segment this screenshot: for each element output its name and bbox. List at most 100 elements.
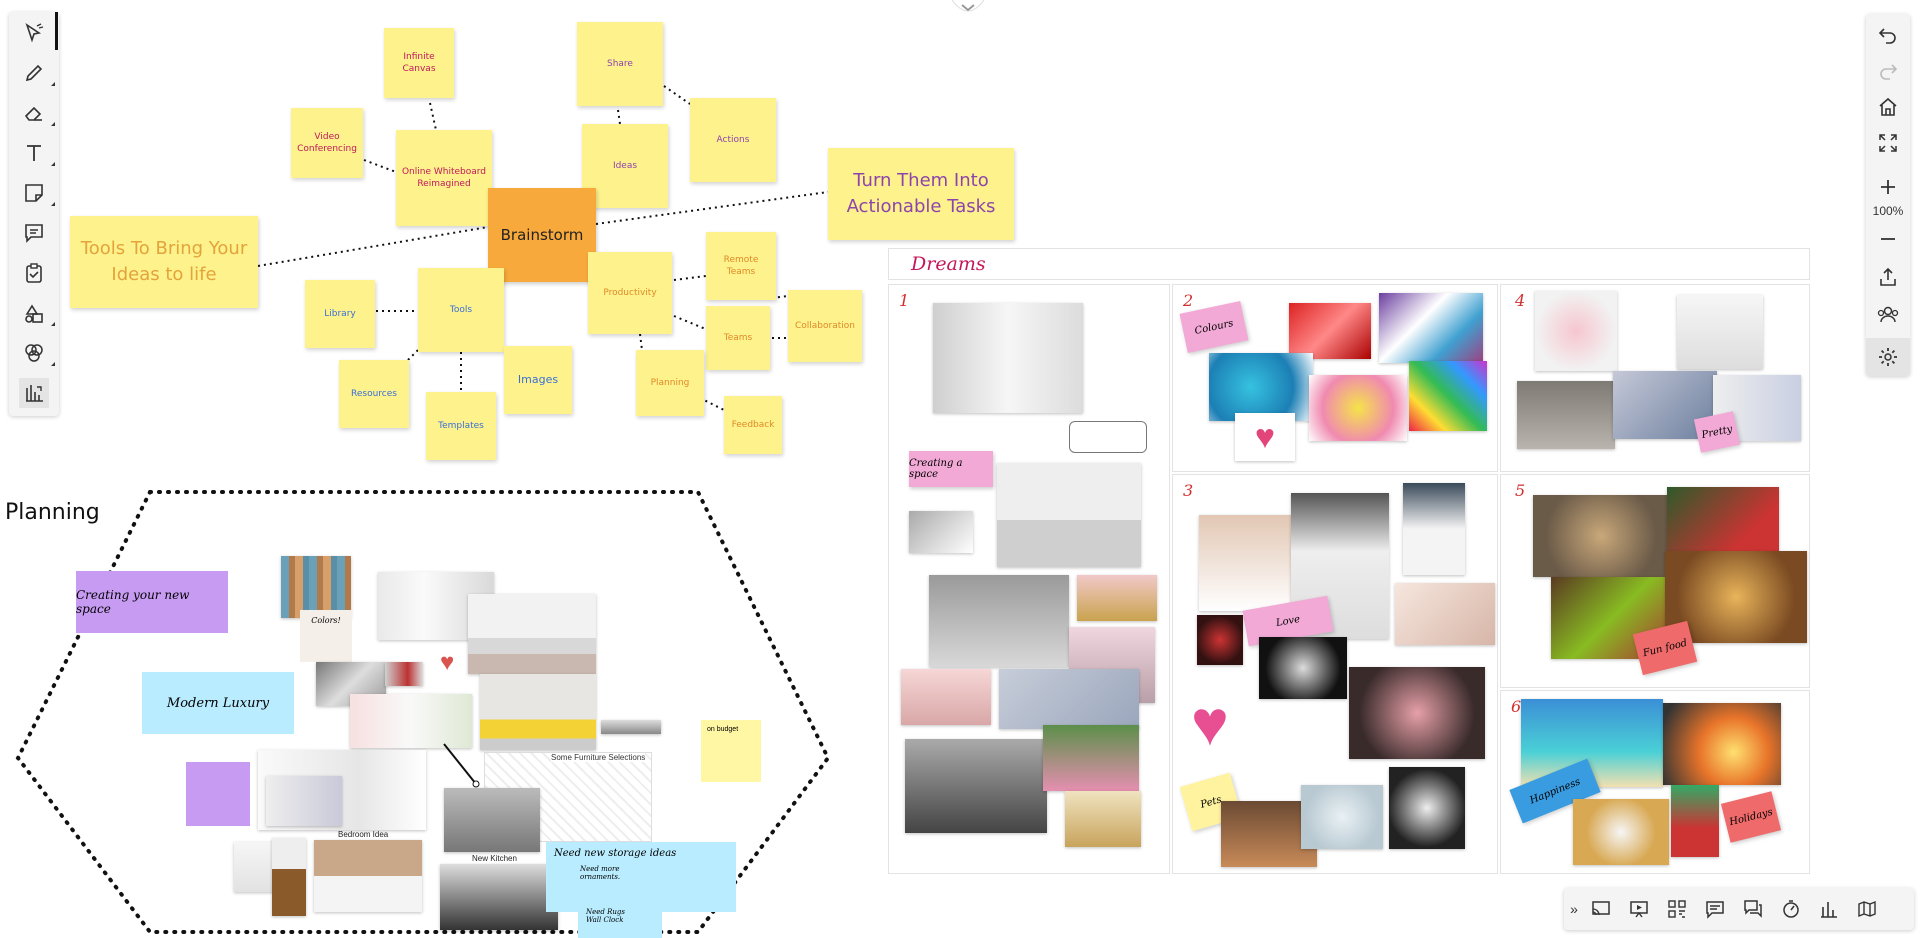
image-shoes[interactable]: [1395, 583, 1495, 645]
image-vintage-sofa[interactable]: [1065, 791, 1141, 847]
note-images[interactable]: Images: [504, 346, 572, 414]
colors-card[interactable]: Colors!: [300, 610, 352, 662]
image-flower-heart[interactable]: [1573, 799, 1669, 865]
note-video-conferencing[interactable]: Video Conferencing: [291, 108, 363, 178]
cast-button[interactable]: [1586, 894, 1616, 924]
map-button[interactable]: [1852, 894, 1882, 924]
image-confetti[interactable]: [1409, 361, 1487, 431]
participants-button[interactable]: [1873, 300, 1903, 330]
comment-tool-button[interactable]: [19, 218, 49, 248]
image-watercolor-pink[interactable]: [1309, 375, 1407, 441]
image-ring[interactable]: [1197, 615, 1243, 665]
note-creating-your-new-space[interactable]: Creating your new space: [76, 571, 228, 633]
image-frame[interactable]: [272, 838, 306, 916]
note-infinite-canvas[interactable]: Infinite Canvas: [384, 28, 454, 98]
image-pink-hearts[interactable]: ♥: [1191, 687, 1229, 759]
note-share[interactable]: Share: [577, 22, 663, 106]
image-living-room[interactable]: [468, 594, 596, 674]
image-dining[interactable]: [444, 788, 540, 852]
image-white-frame[interactable]: [1677, 295, 1763, 369]
pen-tool-button[interactable]: [19, 58, 55, 88]
note-tools[interactable]: Tools: [418, 268, 504, 352]
note-rugs[interactable]: Need Rugs Wall Clock: [578, 904, 662, 938]
note-modern-luxury[interactable]: Modern Luxury: [142, 672, 294, 734]
image-sofa-sketch[interactable]: [1069, 421, 1147, 453]
image-white-flower[interactable]: [1259, 637, 1347, 699]
image-bed-pillows[interactable]: [909, 511, 973, 553]
brainstorm-node[interactable]: Brainstorm: [488, 188, 596, 282]
present-button[interactable]: [1624, 894, 1654, 924]
tag-holidays[interactable]: Holidays: [1720, 791, 1782, 843]
image-modern-kitchen[interactable]: [905, 739, 1047, 833]
note-actions[interactable]: Actions: [690, 98, 776, 182]
image-spices[interactable]: [1533, 495, 1669, 577]
dreams-header[interactable]: Dreams: [888, 248, 1810, 280]
tag-pretty[interactable]: Pretty: [1693, 411, 1741, 453]
image-tray[interactable]: [601, 720, 661, 734]
note-on-budget[interactable]: on budget: [701, 720, 761, 782]
note-storage-ideas[interactable]: Need new storage ideas Need more ornamen…: [546, 842, 736, 912]
note-teams[interactable]: Teams: [706, 306, 770, 370]
image-crochet-heart[interactable]: [1517, 381, 1615, 449]
chart-tool-button[interactable]: [19, 378, 49, 408]
note-productivity[interactable]: Productivity: [588, 252, 672, 334]
note-tools-to-bring[interactable]: Tools To Bring Your Ideas to life: [70, 216, 258, 308]
qr-button[interactable]: [1662, 894, 1692, 924]
note-purple-blank[interactable]: [186, 762, 250, 826]
dream-panel-3[interactable]: 3 Love ♥ Pets: [1172, 474, 1498, 874]
image-fishbowl[interactable]: [1301, 785, 1383, 849]
poll-button[interactable]: [1814, 894, 1844, 924]
note-actionable-tasks[interactable]: Turn Them Into Actionable Tasks: [828, 148, 1014, 240]
image-rainbow-heart[interactable]: ♥: [1235, 413, 1295, 461]
image-watercolor-blue[interactable]: [1209, 353, 1313, 421]
note-collaboration[interactable]: Collaboration: [788, 290, 862, 362]
timer-button[interactable]: [1776, 894, 1806, 924]
dream-panel-6[interactable]: 6 Happiness Holidays: [1500, 690, 1810, 874]
note-templates[interactable]: Templates: [426, 392, 496, 460]
collapse-toolbar-button[interactable]: »: [1564, 894, 1584, 924]
note-planning[interactable]: Planning: [636, 350, 704, 416]
redo-button[interactable]: [1873, 56, 1903, 86]
home-button[interactable]: [1873, 92, 1903, 122]
image-sunset[interactable]: [1663, 703, 1781, 785]
image-kitten[interactable]: [1389, 767, 1465, 849]
export-button[interactable]: [1873, 262, 1903, 292]
note-feedback[interactable]: Feedback: [724, 396, 782, 454]
eraser-tool-button[interactable]: [19, 98, 55, 128]
clipboard-tool-button[interactable]: [19, 258, 49, 288]
image-cocktail[interactable]: [1671, 785, 1719, 857]
image-pink-flowers[interactable]: [1535, 291, 1617, 371]
fit-screen-button[interactable]: [1873, 128, 1903, 158]
image-pink-sofa[interactable]: [901, 669, 991, 725]
image-bed-sheets[interactable]: [999, 669, 1139, 729]
zoom-out-button[interactable]: [1873, 224, 1903, 254]
top-collapse-tab[interactable]: [948, 0, 988, 16]
select-tool-button[interactable]: [19, 18, 49, 48]
image-necklace[interactable]: [1199, 515, 1291, 611]
settings-button[interactable]: [1866, 338, 1910, 376]
chat-button[interactable]: [1700, 894, 1730, 924]
dream-panel-2[interactable]: 2 Colours ♥: [1172, 284, 1498, 472]
tag-creating-space[interactable]: Creating a space: [909, 451, 993, 487]
note-resources[interactable]: Resources: [339, 360, 409, 428]
image-color-swatches[interactable]: [1289, 303, 1371, 359]
emoji-tool-button[interactable]: [19, 338, 55, 368]
shapes-tool-button[interactable]: [19, 298, 55, 328]
sticky-note-tool-button[interactable]: [19, 178, 55, 208]
image-yellow-sofa[interactable]: [480, 674, 596, 750]
comments-button[interactable]: [1738, 894, 1768, 924]
note-ideas[interactable]: Ideas: [582, 124, 668, 208]
dream-panel-5[interactable]: 5 Fun food: [1500, 474, 1810, 688]
zoom-in-button[interactable]: [1873, 172, 1903, 202]
image-kitchen[interactable]: [440, 864, 558, 930]
image-empty-room[interactable]: [933, 303, 1083, 413]
image-tomatoes[interactable]: [1667, 487, 1779, 559]
image-flower-path[interactable]: [1043, 725, 1139, 791]
note-remote-teams[interactable]: Remote Teams: [706, 232, 776, 300]
undo-button[interactable]: [1873, 20, 1903, 50]
image-flowers[interactable]: [350, 694, 472, 748]
note-online-whiteboard[interactable]: Online Whiteboard Reimagined: [396, 130, 492, 226]
image-wood-planks[interactable]: [281, 556, 351, 618]
image-purple-paint[interactable]: [1379, 293, 1483, 363]
image-golden-bench[interactable]: [1077, 575, 1157, 621]
